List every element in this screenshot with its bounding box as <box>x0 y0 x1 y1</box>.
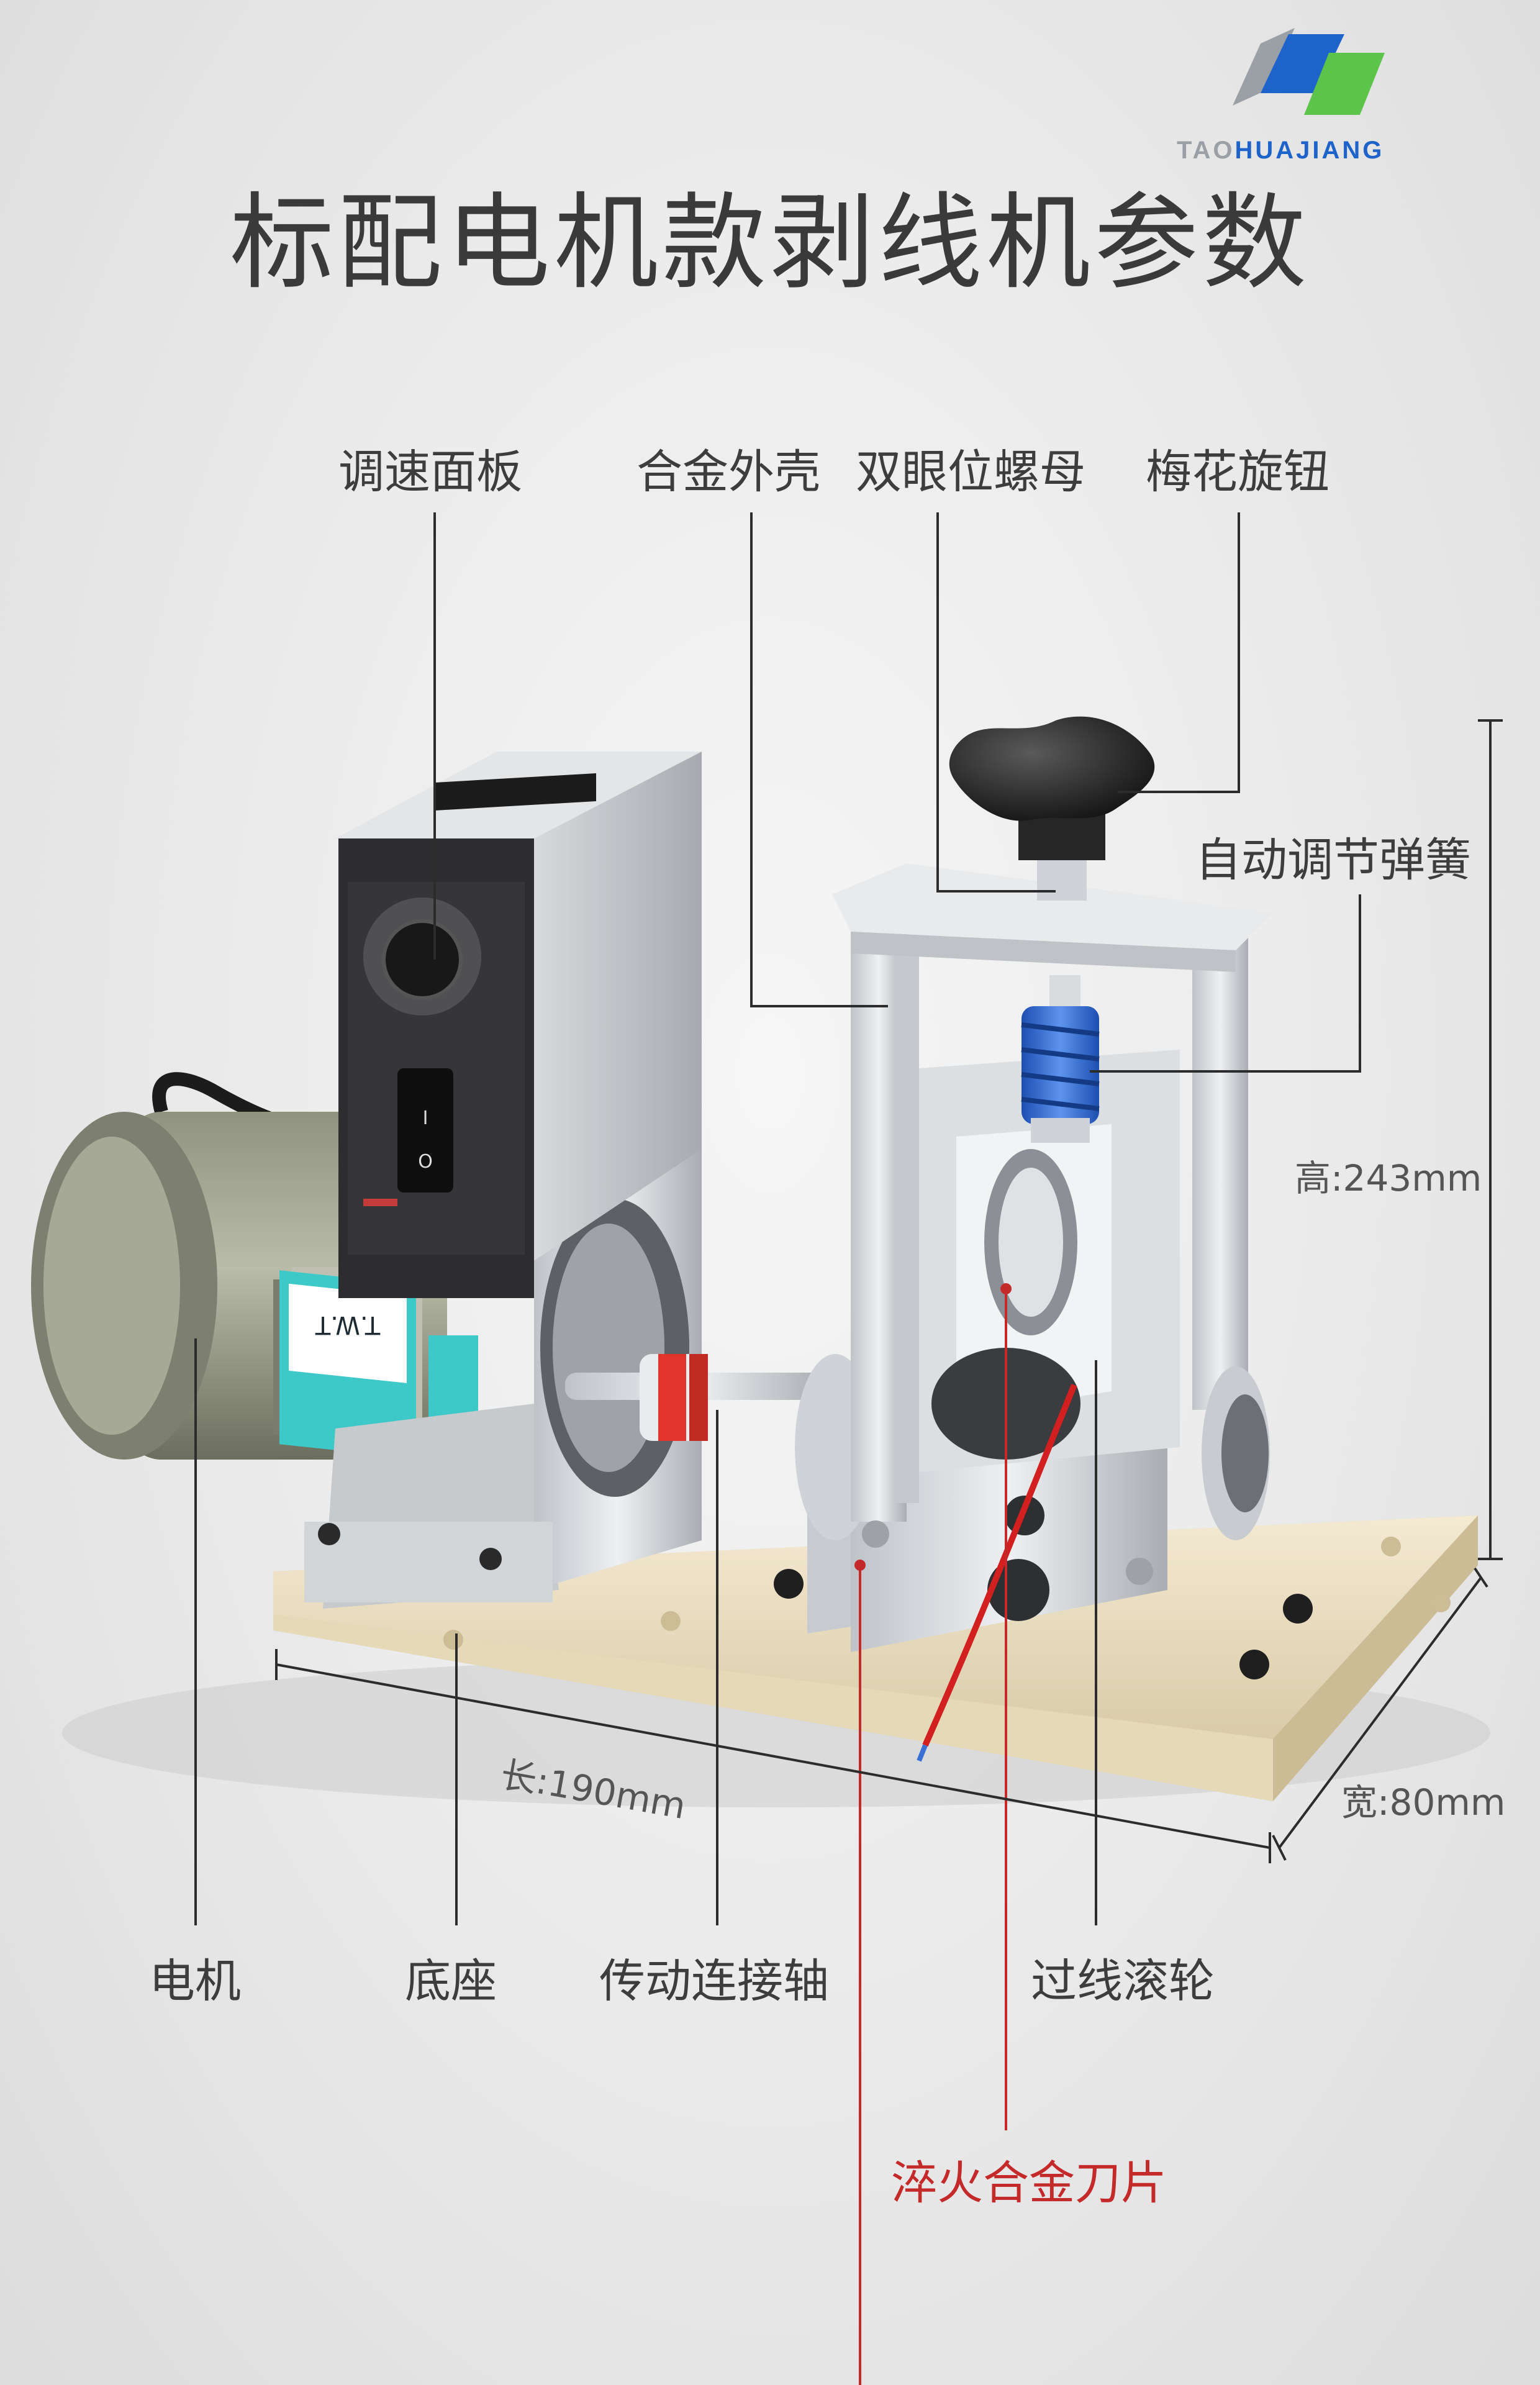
callout-lines <box>194 512 1361 1925</box>
label-roller: 过线滚轮 <box>1031 1955 1215 2008</box>
red-wire <box>922 1384 1077 1747</box>
label-blade: 淬火合金刀片 <box>891 2156 1167 2210</box>
label-coupling-shaft: 传动连接轴 <box>599 1955 829 2008</box>
dimension-width: 宽:80mm <box>1341 1781 1506 1824</box>
spring <box>1021 975 1100 1143</box>
svg-text:T.W.T: T.W.T <box>315 1311 381 1339</box>
double-bar-logo-icon <box>1233 28 1385 115</box>
brand-name-part2: HUA <box>1234 137 1297 164</box>
label-base: 底座 <box>405 1955 497 2008</box>
red-callout-lines <box>859 1289 1007 2385</box>
label-speed-panel: 调速面板 <box>338 445 522 499</box>
label-plum-knob: 梅花旋钮 <box>1146 445 1329 499</box>
speed-controller-box: I O <box>335 752 702 1298</box>
label-motor: 电机 <box>149 1955 241 2008</box>
label-auto-spring: 自动调节弹簧 <box>1195 834 1471 887</box>
coupling-shaft <box>565 1354 826 1441</box>
dimension-height: 高:243mm <box>1295 1157 1482 1199</box>
brand-name-part1: TAO <box>1177 137 1235 164</box>
svg-text:I: I <box>423 1107 428 1129</box>
svg-text:O: O <box>418 1151 433 1173</box>
wire-core <box>917 1744 928 1762</box>
label-double-eye-nut: 双眼位螺母 <box>856 445 1085 499</box>
stripper-frame <box>774 863 1313 1679</box>
dimension-lines <box>275 719 1503 1863</box>
brand-name-part3: JIANG <box>1296 137 1385 164</box>
plum-knob <box>949 716 1155 901</box>
label-alloy-shell: 合金外壳 <box>636 445 820 499</box>
page-title: 标配电机款剥线机参数 <box>230 182 1310 304</box>
brand-wordmark: TAOHUAJIANG <box>1177 137 1384 165</box>
